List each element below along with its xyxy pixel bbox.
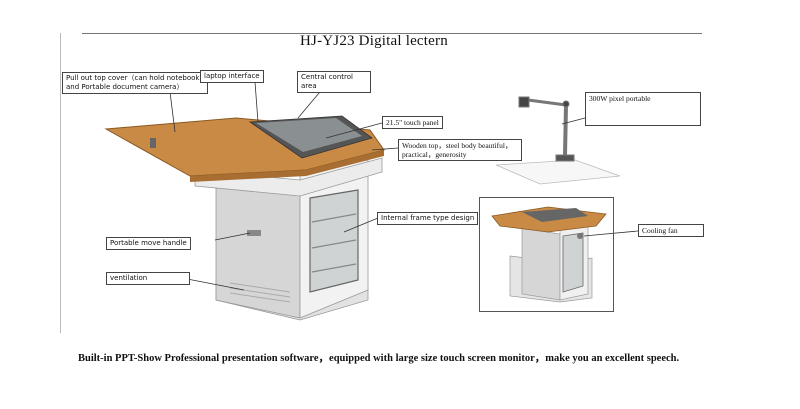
caption: Built-in PPT-Show Professional presentat…	[78, 353, 680, 364]
label-central-control: Central control area	[297, 71, 371, 93]
label-touch-panel: 21.5" touch panel	[382, 116, 443, 129]
label-pull-out-top: Pull out top cover（can hold notebook and…	[62, 72, 208, 94]
label-document-camera: 300W pixel portable	[585, 92, 701, 126]
main-lectern	[104, 115, 385, 321]
top-rule	[82, 33, 702, 34]
page-title: HJ-YJ23 Digital lectern	[300, 33, 448, 49]
label-move-handle: Portable move handle	[106, 237, 191, 250]
inset-image-frame	[479, 197, 614, 312]
label-cooling-fan: Cooling fan	[638, 224, 704, 237]
label-ventilation: ventilation	[106, 272, 190, 285]
inset-lectern	[491, 206, 607, 303]
label-internal-frame: Internal frame type design	[377, 212, 479, 225]
label-wooden-top: Wooden top，steel body beautiful，practica…	[398, 139, 522, 161]
left-rule	[60, 33, 61, 333]
label-laptop-interface: laptop interface	[200, 70, 264, 83]
document-camera	[495, 96, 621, 185]
